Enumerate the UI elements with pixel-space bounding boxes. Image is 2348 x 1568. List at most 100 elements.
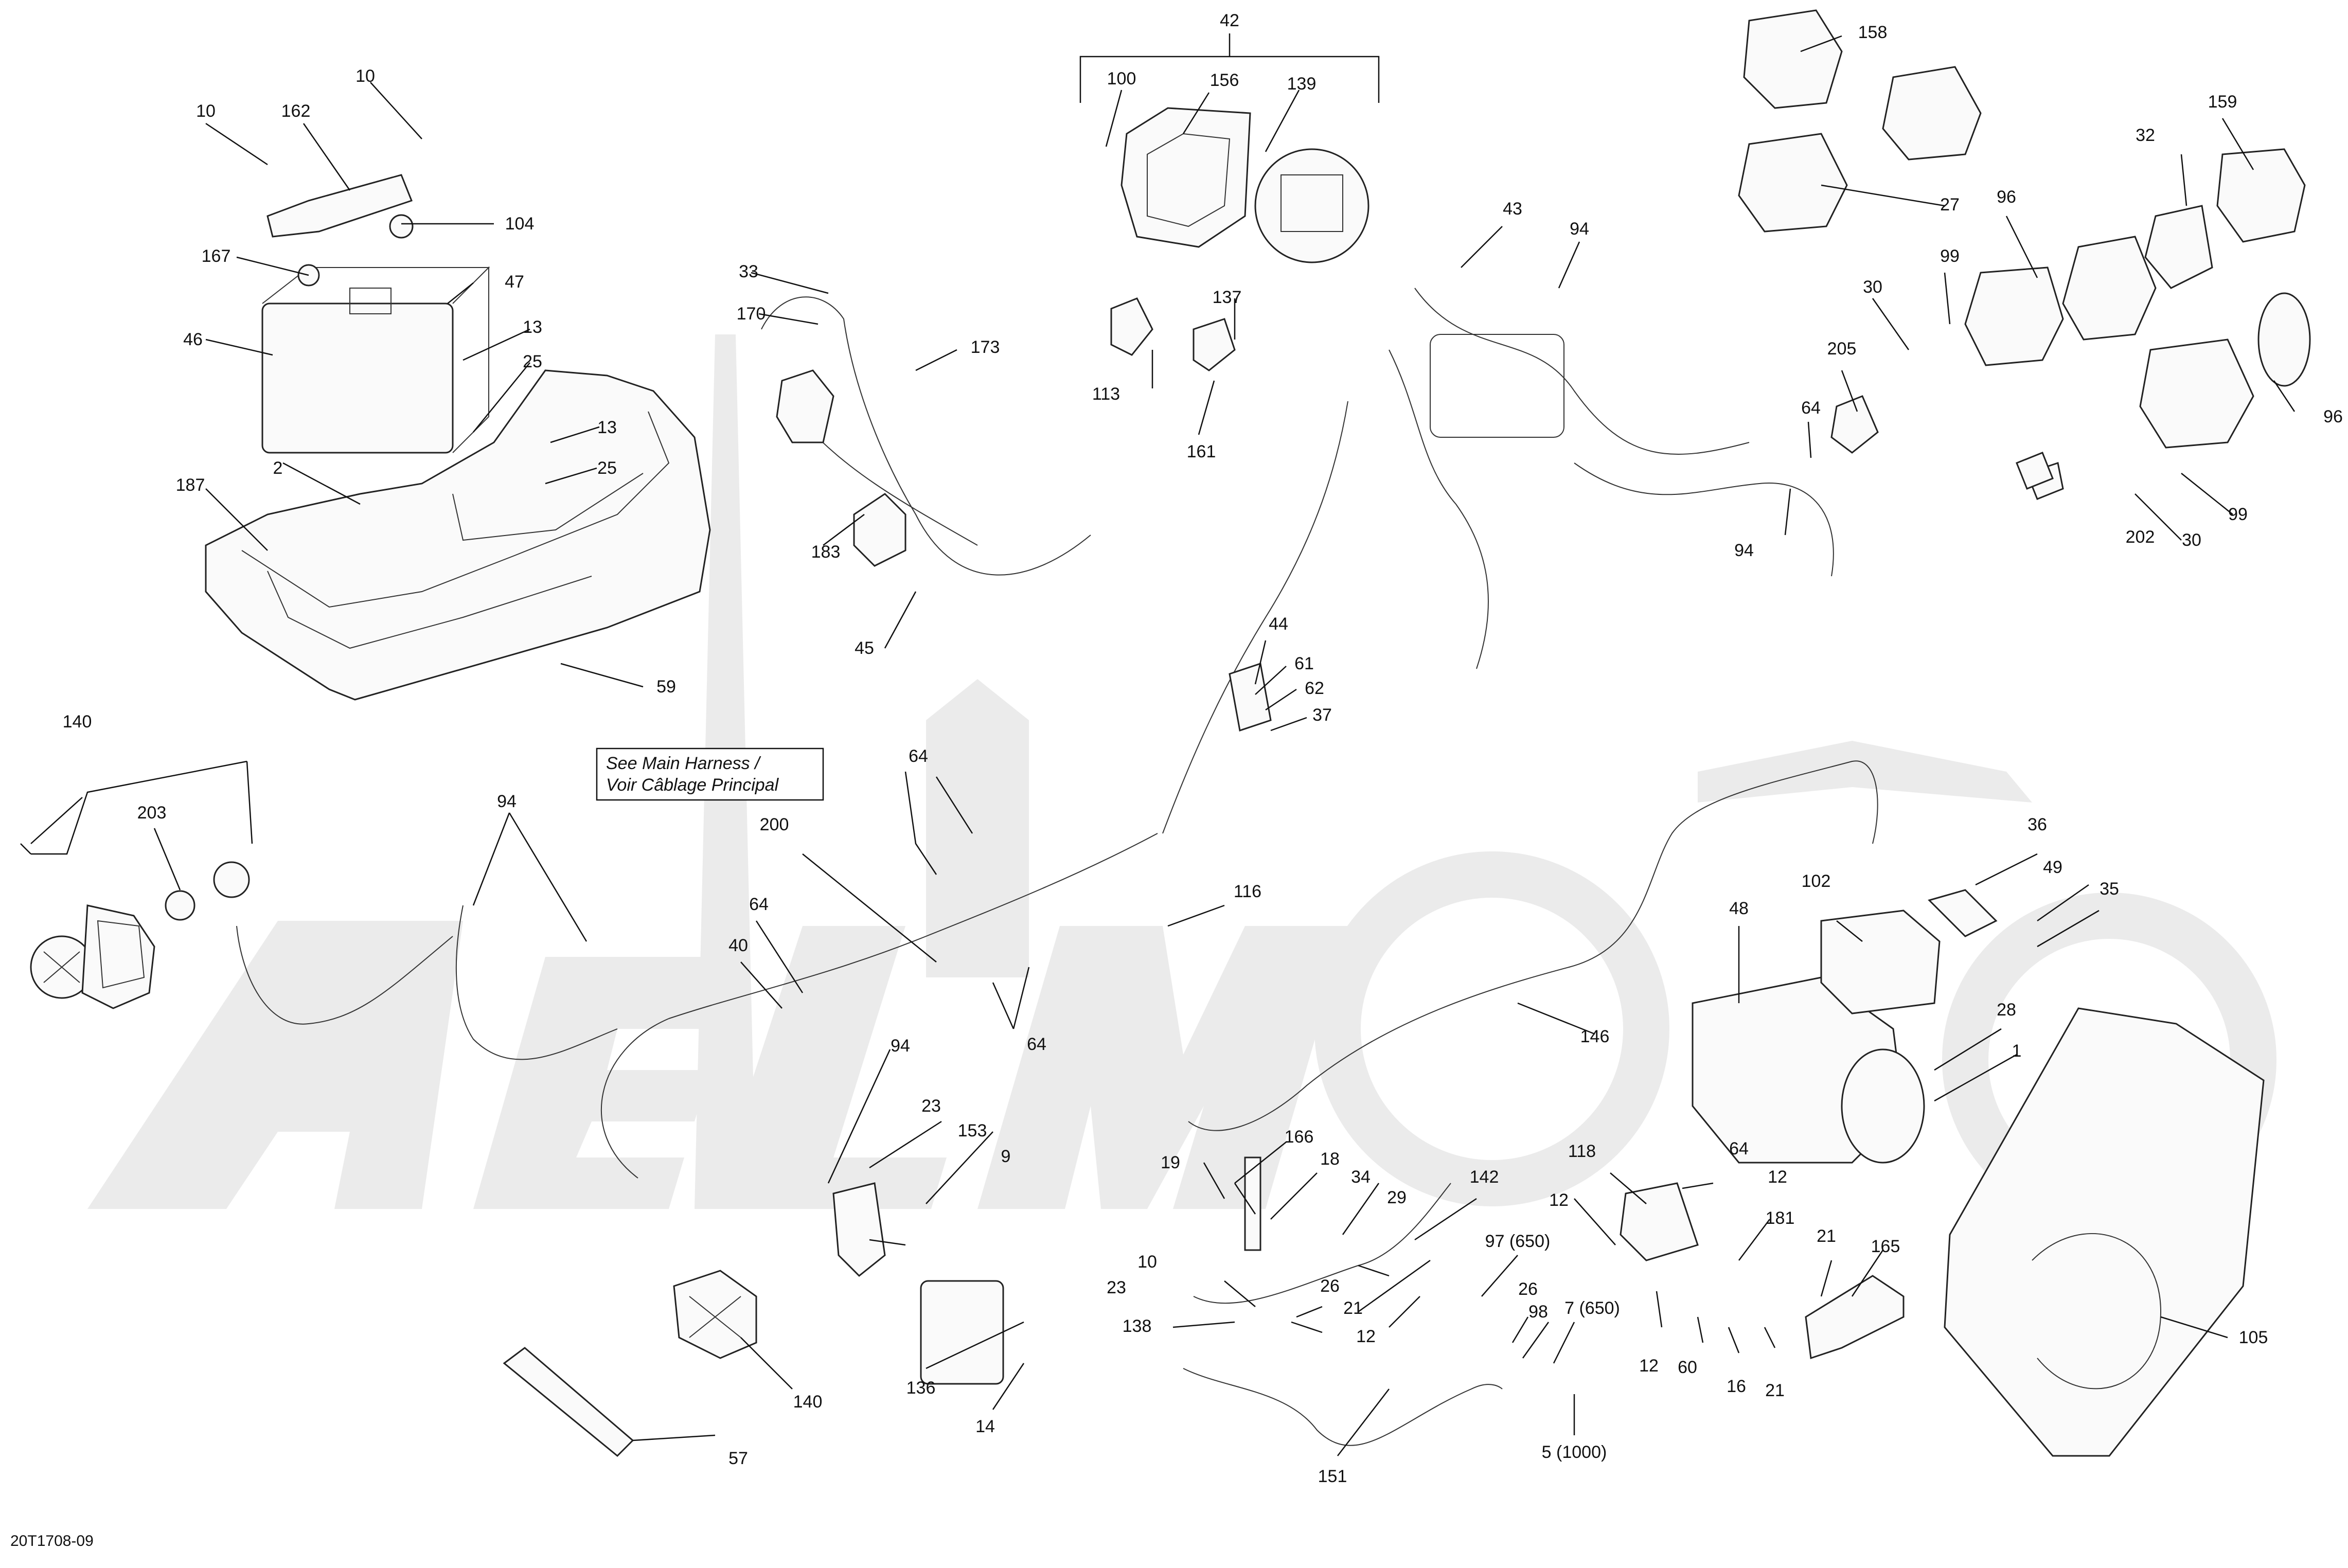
callout-9: 9 xyxy=(1001,1147,1011,1166)
callout-118: 118 xyxy=(1568,1142,1596,1161)
callout-187: 187 xyxy=(176,475,205,495)
callout-170: 170 xyxy=(737,304,766,324)
callout-183: 183 xyxy=(811,542,841,562)
callout-151: 151 xyxy=(1318,1467,1347,1486)
callout-13: 13 xyxy=(597,418,617,437)
callout-166: 166 xyxy=(1285,1127,1314,1147)
callout-60: 60 xyxy=(1678,1358,1697,1377)
callout-142: 142 xyxy=(1470,1167,1499,1187)
callout-labels: 42 100 156 139 158 159 27 32 96 96 99 99… xyxy=(63,11,2343,1486)
callout-203: 203 xyxy=(137,803,167,823)
callout-14: 14 xyxy=(975,1417,995,1436)
callout-64: 64 xyxy=(1027,1035,1046,1054)
callout-162: 162 xyxy=(281,101,311,121)
note-line2: Voir Câblage Principal xyxy=(606,775,779,795)
callout-25: 25 xyxy=(523,352,542,371)
callout-26: 26 xyxy=(1518,1279,1538,1299)
callout-23: 23 xyxy=(1107,1278,1126,1297)
see-main-harness-note: See Main Harness / Voir Câblage Principa… xyxy=(596,747,824,801)
callout-10: 10 xyxy=(1137,1252,1157,1272)
callout-32: 32 xyxy=(2136,126,2155,145)
callout-46: 46 xyxy=(183,330,203,349)
diagram-code: 20T1708-09 xyxy=(10,1533,94,1549)
callout-200: 200 xyxy=(760,815,789,834)
callout-45: 45 xyxy=(855,638,874,658)
callout-2: 2 xyxy=(273,458,283,478)
winch-assembly xyxy=(1188,760,2265,1457)
callout-47: 47 xyxy=(505,272,524,292)
callout-21: 21 xyxy=(1343,1298,1363,1318)
callout-165: 165 xyxy=(1871,1237,1900,1256)
callout-35: 35 xyxy=(2100,879,2119,899)
callout-43: 43 xyxy=(1503,199,1522,219)
callout-25: 25 xyxy=(597,458,617,478)
callout-173: 173 xyxy=(971,337,1000,357)
callout-137: 137 xyxy=(1213,288,1242,307)
callout-96: 96 xyxy=(1997,187,2016,207)
callout-146: 146 xyxy=(1580,1027,1610,1046)
callout-21: 21 xyxy=(1817,1226,1836,1246)
callout-156: 156 xyxy=(1210,70,1239,90)
callout-30: 30 xyxy=(1863,277,1882,297)
callout-136: 136 xyxy=(906,1378,936,1398)
motor-housings xyxy=(1738,9,2311,500)
callout-59: 59 xyxy=(656,677,676,697)
callout-28: 28 xyxy=(1997,1000,2016,1020)
callout-19: 19 xyxy=(1161,1153,1180,1172)
callout-29: 29 xyxy=(1387,1188,1407,1207)
callout-102: 102 xyxy=(1802,871,1831,891)
callout-10: 10 xyxy=(355,66,375,86)
callout-116: 116 xyxy=(1234,882,1261,901)
callout-12: 12 xyxy=(1549,1190,1569,1210)
callout-105: 105 xyxy=(2239,1328,2268,1347)
callout-44: 44 xyxy=(1269,614,1288,634)
callout-139: 139 xyxy=(1287,74,1317,94)
callout-104: 104 xyxy=(505,214,535,234)
callout-16: 16 xyxy=(1727,1377,1746,1396)
note-line1: See Main Harness / xyxy=(606,754,761,773)
watermark-logo xyxy=(87,334,2276,1227)
callout-37: 37 xyxy=(1312,705,1332,725)
callout-27: 27 xyxy=(1940,195,1960,215)
callout-138: 138 xyxy=(1123,1316,1152,1336)
callout-113: 113 xyxy=(1092,384,1120,404)
callout-12: 12 xyxy=(1768,1167,1787,1187)
callout-97: 97 (650) xyxy=(1485,1232,1551,1251)
callout-5: 5 (1000) xyxy=(1542,1442,1607,1462)
callout-26: 26 xyxy=(1320,1276,1340,1296)
callout-64: 64 xyxy=(749,895,769,914)
callout-18: 18 xyxy=(1320,1149,1340,1169)
callout-1: 1 xyxy=(2012,1041,2022,1061)
headlight-assembly-left xyxy=(30,861,250,1009)
callout-140: 140 xyxy=(63,712,92,732)
callout-161: 161 xyxy=(1187,442,1216,461)
callout-12: 12 xyxy=(1356,1327,1376,1346)
callout-34: 34 xyxy=(1351,1167,1371,1187)
callout-99: 99 xyxy=(2228,505,2248,524)
callout-61: 61 xyxy=(1294,654,1314,673)
callout-23: 23 xyxy=(921,1096,941,1116)
callout-96: 96 xyxy=(2323,407,2343,426)
leader-lines xyxy=(20,33,2296,1456)
callout-100: 100 xyxy=(1107,69,1136,88)
callout-158: 158 xyxy=(1858,23,1888,42)
callout-181: 181 xyxy=(1766,1208,1795,1228)
callout-21: 21 xyxy=(1765,1381,1785,1400)
callout-153: 153 xyxy=(958,1121,987,1141)
callout-94: 94 xyxy=(1734,541,1754,560)
callout-49: 49 xyxy=(2043,858,2062,877)
callout-48: 48 xyxy=(1729,899,1749,918)
callout-64: 64 xyxy=(1801,398,1821,418)
callout-62: 62 xyxy=(1305,679,1324,698)
battery-tray-assembly xyxy=(205,174,711,701)
callout-10: 10 xyxy=(196,101,216,121)
callout-94: 94 xyxy=(891,1036,910,1056)
callout-140: 140 xyxy=(793,1392,823,1412)
callout-94: 94 xyxy=(1570,219,1589,239)
callout-98: 98 xyxy=(1528,1302,1548,1322)
callout-159: 159 xyxy=(2208,92,2237,112)
callout-42: 42 xyxy=(1220,11,1239,30)
callout-167: 167 xyxy=(202,246,231,266)
